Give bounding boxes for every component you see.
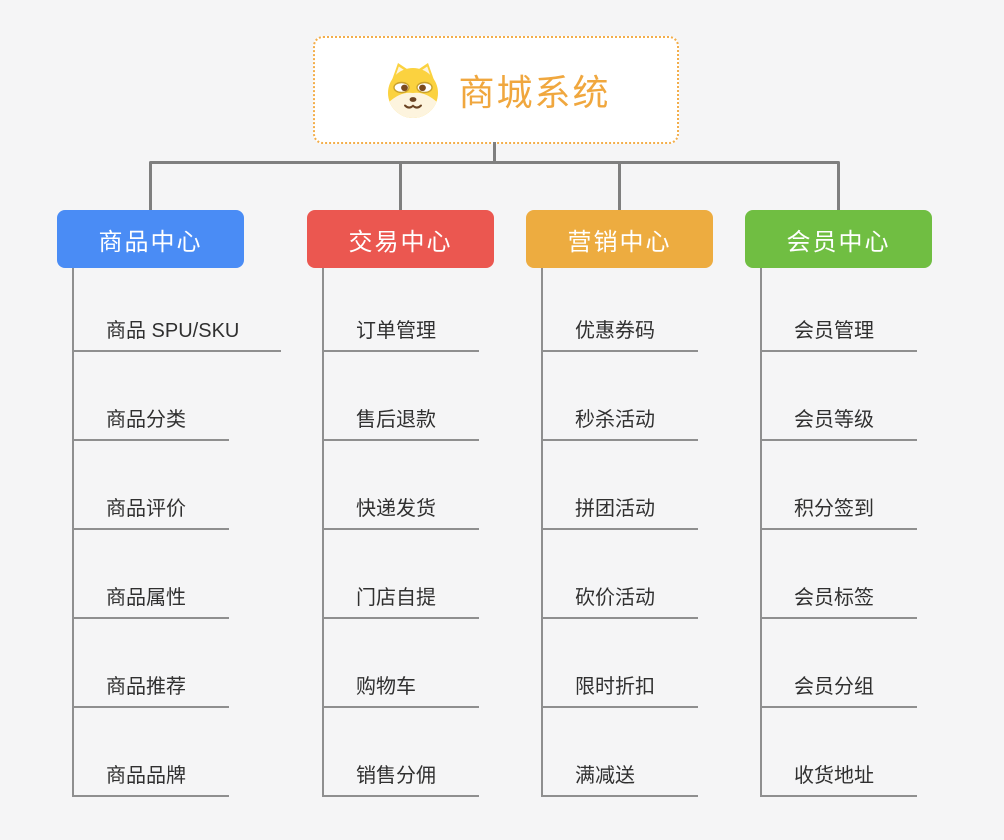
connector-root-stem [493, 142, 496, 162]
child-node[interactable]: 快递发货 [324, 441, 479, 530]
child-node[interactable]: 收货地址 [762, 708, 917, 797]
child-node[interactable]: 门店自提 [324, 530, 479, 619]
child-node[interactable]: 商品推荐 [74, 619, 229, 708]
child-node[interactable]: 会员等级 [762, 352, 917, 441]
shiba-dog-icon [388, 63, 439, 118]
branch-node-marketing-center[interactable]: 营销中心 [526, 210, 713, 268]
root-title: 商城系统 [458, 72, 611, 113]
child-node[interactable]: 商品 SPU/SKU [74, 268, 282, 352]
branch-children-member: 会员管理 会员等级 积分签到 会员标签 会员分组 收货地址 [760, 268, 932, 797]
child-node[interactable]: 商品属性 [74, 530, 229, 619]
root-node-mall-system[interactable]: 商城系统 [313, 36, 679, 144]
branch-children-marketing: 优惠券码 秒杀活动 拼团活动 砍价活动 限时折扣 满减送 [541, 268, 713, 797]
child-node[interactable]: 购物车 [324, 619, 479, 708]
connector-drop-member [837, 163, 840, 210]
connector-drop-trade [399, 163, 402, 210]
child-node[interactable]: 满减送 [543, 708, 698, 797]
child-node[interactable]: 订单管理 [324, 268, 479, 352]
child-node[interactable]: 优惠券码 [543, 268, 698, 352]
branch-node-trade-center[interactable]: 交易中心 [307, 210, 494, 268]
child-node[interactable]: 会员标签 [762, 530, 917, 619]
child-node[interactable]: 积分签到 [762, 441, 917, 530]
connector-drop-product [149, 163, 152, 210]
branch-marketing-center: 营销中心 优惠券码 秒杀活动 拼团活动 砍价活动 限时折扣 满减送 [526, 210, 713, 797]
connector-drop-marketing [618, 163, 621, 210]
child-node[interactable]: 秒杀活动 [543, 352, 698, 441]
child-node[interactable]: 商品分类 [74, 352, 229, 441]
branch-node-member-center[interactable]: 会员中心 [745, 210, 932, 268]
child-node[interactable]: 销售分佣 [324, 708, 479, 797]
child-node[interactable]: 拼团活动 [543, 441, 698, 530]
connector-bus [149, 161, 840, 164]
branch-product-center: 商品中心 商品 SPU/SKU 商品分类 商品评价 商品属性 商品推荐 商品品牌 [57, 210, 282, 797]
branch-children-trade: 订单管理 售后退款 快递发货 门店自提 购物车 销售分佣 [322, 268, 494, 797]
child-node[interactable]: 售后退款 [324, 352, 479, 441]
branch-trade-center: 交易中心 订单管理 售后退款 快递发货 门店自提 购物车 销售分佣 [307, 210, 494, 797]
child-node[interactable]: 砍价活动 [543, 530, 698, 619]
branch-node-product-center[interactable]: 商品中心 [57, 210, 244, 268]
child-node[interactable]: 商品评价 [74, 441, 229, 530]
child-node[interactable]: 限时折扣 [543, 619, 698, 708]
child-node[interactable]: 会员分组 [762, 619, 917, 708]
child-node[interactable]: 商品品牌 [74, 708, 229, 797]
branch-member-center: 会员中心 会员管理 会员等级 积分签到 会员标签 会员分组 收货地址 [745, 210, 932, 797]
child-node[interactable]: 会员管理 [762, 268, 917, 352]
branch-children-product: 商品 SPU/SKU 商品分类 商品评价 商品属性 商品推荐 商品品牌 [72, 268, 282, 797]
